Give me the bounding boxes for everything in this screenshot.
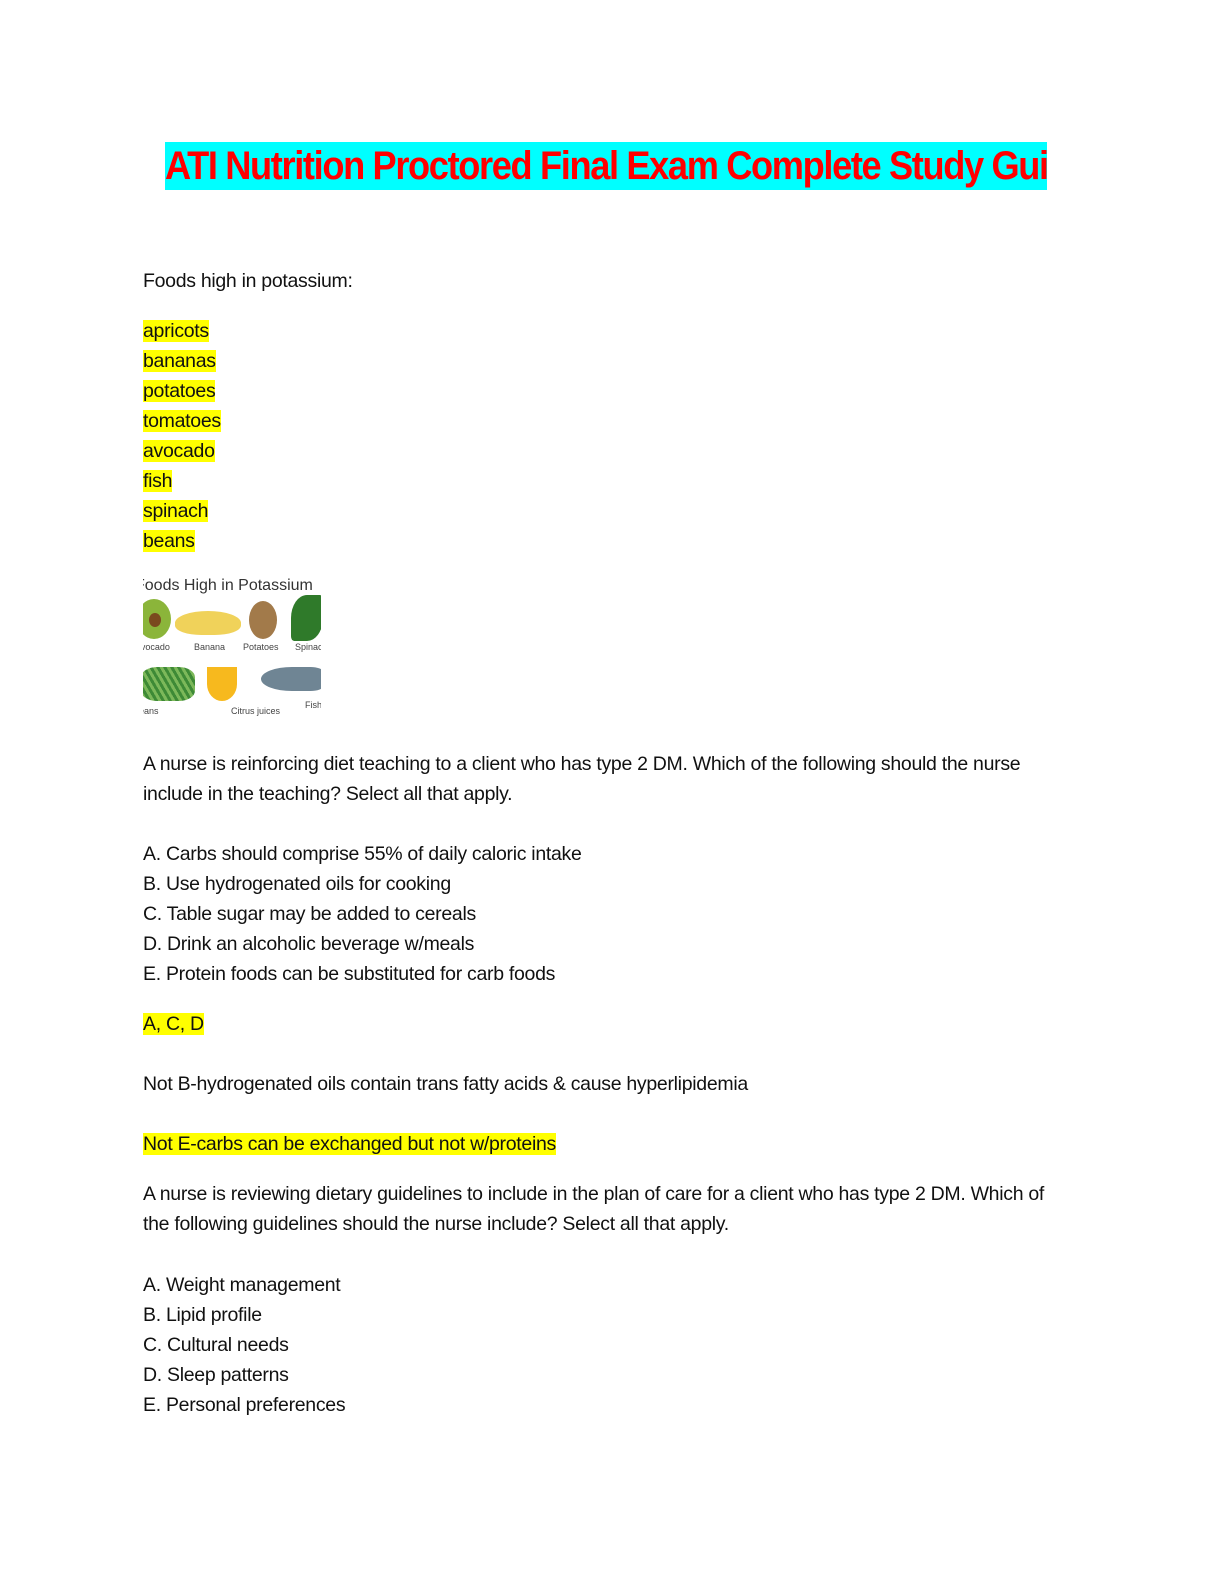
answer-option: B. Lipid profile [143, 1304, 262, 1326]
beans-icon [143, 667, 195, 701]
list-item: beans [143, 530, 195, 552]
avocado-icon [143, 599, 171, 639]
image-label: Banana [194, 642, 226, 652]
potato-icon [249, 601, 277, 639]
title-highlight: ATI Nutrition Proctored Final Exam Compl… [165, 142, 1047, 190]
image-label: Citrus juices [231, 706, 281, 716]
question-text: A nurse is reviewing dietary guidelines … [143, 1183, 1045, 1205]
answer-option: B. Use hydrogenated oils for cooking [143, 873, 451, 895]
list-item: spinach [143, 500, 209, 522]
document-title: ATI Nutrition Proctored Final Exam Compl… [165, 144, 1047, 188]
banana-icon [175, 611, 241, 635]
answer-option: D. Sleep patterns [143, 1364, 289, 1386]
list-item: fish [143, 470, 173, 492]
list-item: apricots [143, 320, 209, 342]
question-text: the following guidelines should the nurs… [143, 1213, 729, 1235]
rationale: Not B-hydrogenated oils contain trans fa… [143, 1073, 748, 1095]
image-label: Fish [305, 700, 321, 710]
rationale: Not E-carbs can be exchanged but not w/p… [143, 1133, 556, 1155]
image-label: Spinach [295, 642, 321, 652]
question-text: A nurse is reinforcing diet teaching to … [143, 753, 1021, 775]
answer-option: A. Weight management [143, 1274, 341, 1296]
list-item: potatoes [143, 380, 216, 402]
answer-option: E. Protein foods can be substituted for … [143, 963, 556, 985]
correct-answer: A, C, D [143, 1013, 204, 1035]
list-item: bananas [143, 350, 216, 372]
answer-option: A. Carbs should comprise 55% of daily ca… [143, 843, 582, 865]
answer-option: E. Personal preferences [143, 1394, 346, 1416]
spinach-icon [291, 595, 321, 641]
potassium-foods-image: Foods High in Potassium Avocado Banana P… [143, 575, 321, 725]
juice-icon [207, 667, 237, 701]
potassium-heading: Foods high in potassium: [143, 270, 353, 292]
list-item: tomatoes [143, 410, 221, 432]
list-item: avocado [143, 440, 215, 462]
image-label: Avocado [143, 642, 170, 652]
image-title: Foods High in Potassium [143, 577, 313, 594]
answer-option: C. Table sugar may be added to cereals [143, 903, 476, 925]
answer-option: C. Cultural needs [143, 1334, 289, 1356]
question-text: include in the teaching? Select all that… [143, 783, 513, 805]
image-label: Beans [143, 706, 159, 716]
answer-option: D. Drink an alcoholic beverage w/meals [143, 933, 475, 955]
image-label: Potatoes [243, 642, 279, 652]
fish-icon [261, 667, 321, 691]
